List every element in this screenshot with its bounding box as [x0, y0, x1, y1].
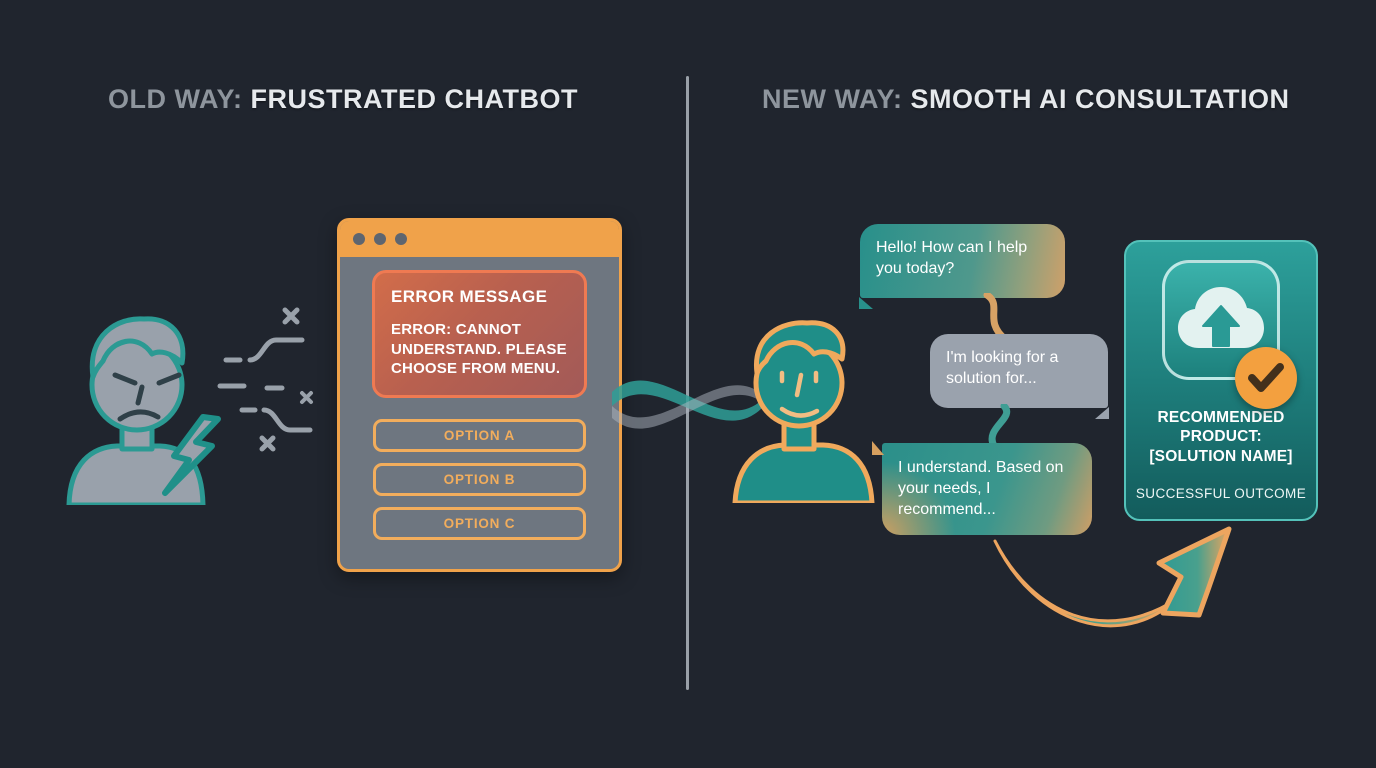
chatbot-window: ERROR MESSAGE ERROR: CANNOT UNDERSTAND. …: [337, 218, 622, 572]
x-mark-icon: [300, 391, 313, 404]
left-title-prefix: OLD WAY:: [108, 84, 243, 114]
outcome-label: SUCCESSFUL OUTCOME: [1135, 486, 1307, 502]
vertical-divider: [686, 76, 689, 690]
right-title-main: SMOOTH AI CONSULTATION: [902, 84, 1290, 114]
option-c-button[interactable]: OPTION C: [373, 506, 586, 540]
error-message-box: ERROR MESSAGE ERROR: CANNOT UNDERSTAND. …: [372, 270, 587, 398]
error-heading: ERROR MESSAGE: [391, 287, 548, 306]
ai-chat-bubble-2: I understand. Based on your needs, I rec…: [882, 443, 1092, 535]
x-mark-icon: [282, 307, 300, 325]
glitch-dashes-icon: [217, 307, 313, 452]
smiling-face-icon: [779, 370, 820, 418]
option-b-button[interactable]: OPTION B: [373, 462, 586, 496]
lightning-bolt-icon: [162, 414, 221, 496]
window-dot-icon: [374, 233, 386, 245]
x-mark-icon: [259, 435, 276, 452]
cloud-upload-icon: [1162, 260, 1280, 380]
bubble-connector-icon: [988, 404, 1010, 448]
window-dot-icon: [395, 233, 407, 245]
right-section-title: NEW WAY: SMOOTH AI CONSULTATION: [762, 84, 1289, 115]
left-section-title: OLD WAY: FRUSTRATED CHATBOT: [108, 84, 578, 115]
ai-chat-bubble-1: Hello! How can I help you today?: [859, 224, 1065, 309]
frustrated-person-icon: [66, 316, 221, 505]
transition-ribbon-icon: [612, 380, 762, 429]
angry-face-icon: [112, 372, 182, 422]
success-arrow-icon: [993, 526, 1232, 628]
happy-person-icon: [732, 320, 875, 503]
window-titlebar: [340, 221, 619, 257]
check-badge-icon: [1235, 347, 1297, 409]
option-a-button[interactable]: OPTION A: [373, 418, 586, 452]
right-title-prefix: NEW WAY:: [762, 84, 903, 114]
option-button-list: OPTION A OPTION B OPTION C: [373, 418, 586, 540]
left-title-main: FRUSTRATED CHATBOT: [242, 84, 578, 114]
user-chat-bubble: I'm looking for a solution for...: [930, 334, 1109, 419]
error-body-text: ERROR: CANNOT UNDERSTAND. PLEASE CHOOSE …: [391, 321, 567, 377]
product-label: RECOMMENDED PRODUCT: [SOLUTION NAME]: [1149, 409, 1293, 465]
window-dot-icon: [353, 233, 365, 245]
